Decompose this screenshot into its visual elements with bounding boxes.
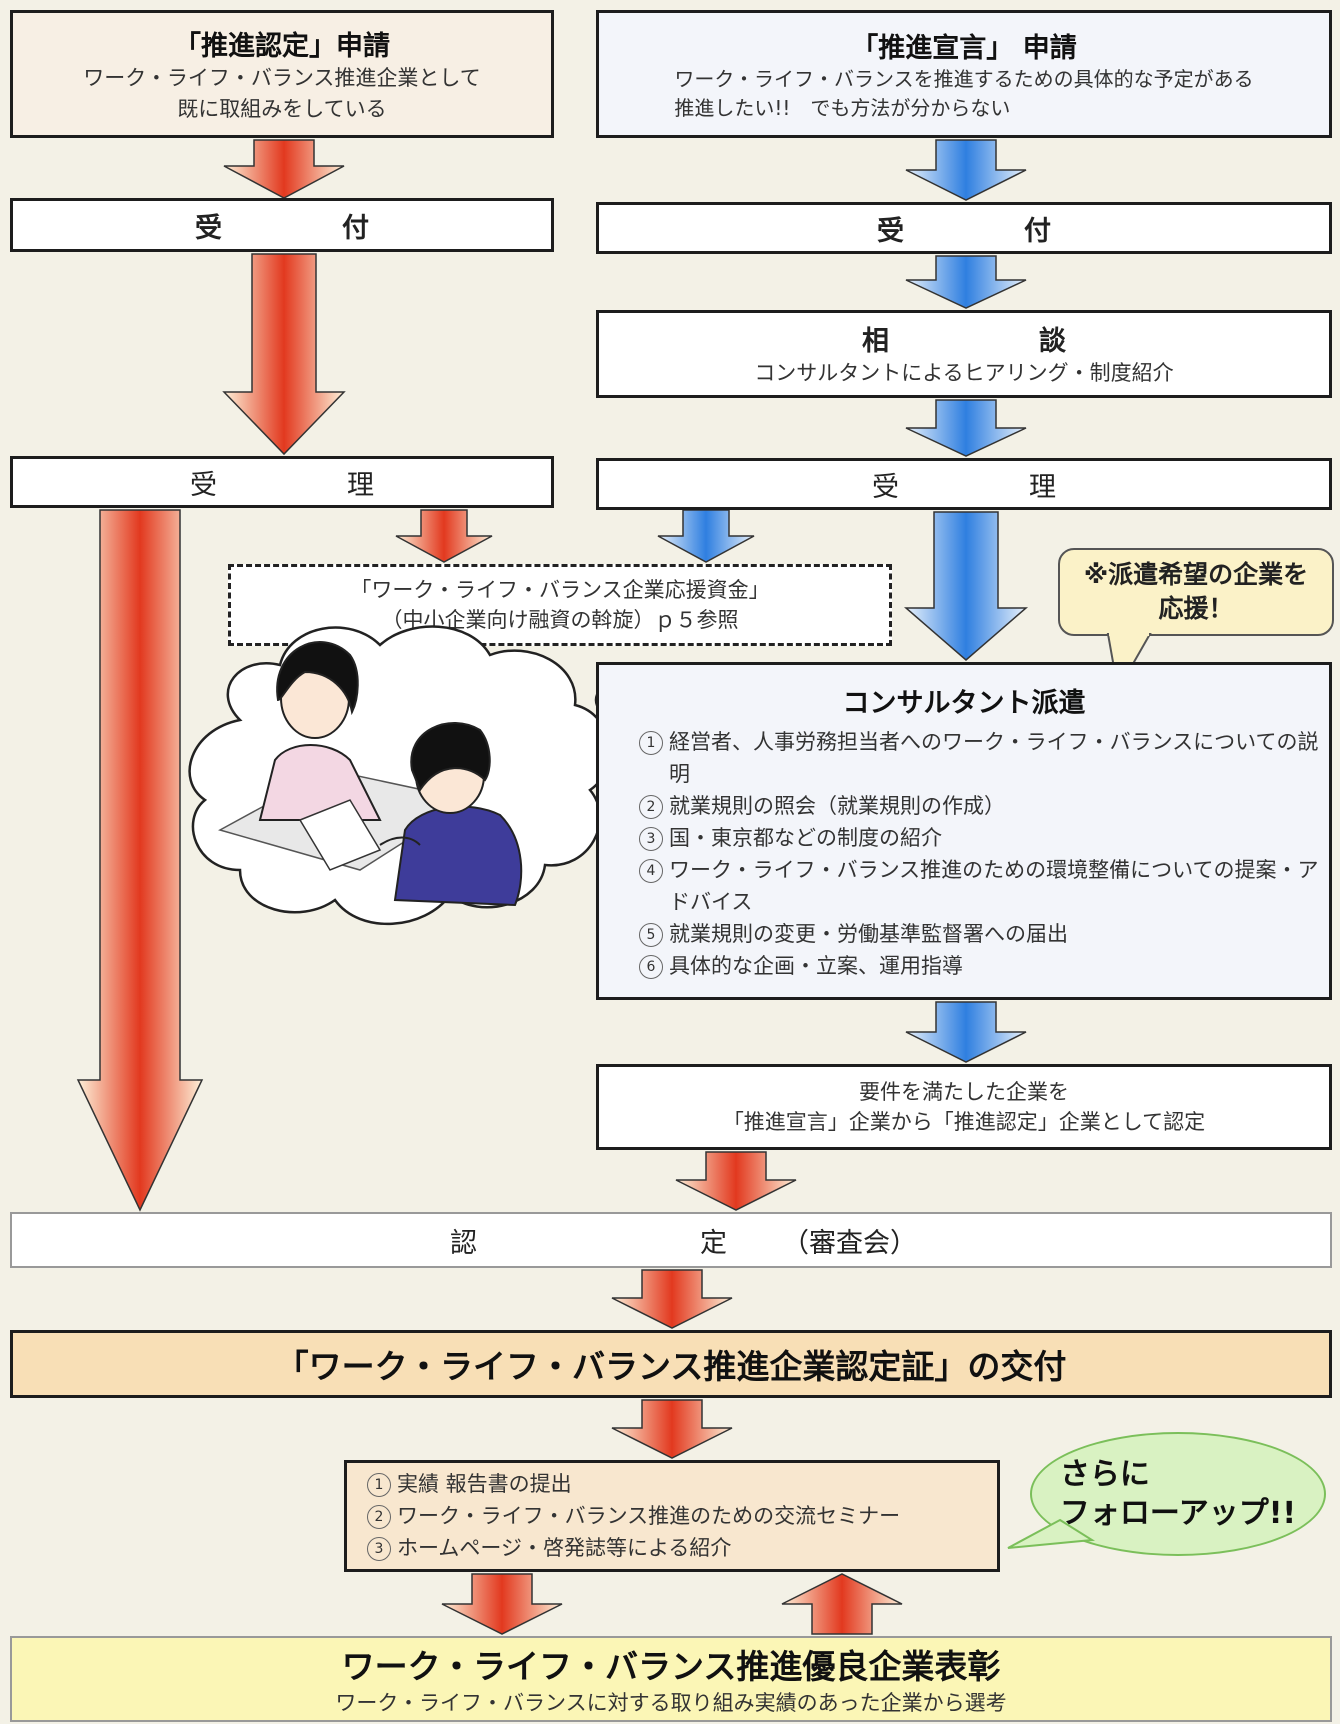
right-consult-b: 談 [1039,326,1066,358]
left-reception-b: 付 [342,212,369,244]
right-consult-a: 相 [862,326,889,358]
followup-item-number: 3 [367,1537,391,1561]
arrow-award-to-followup [781,1573,903,1635]
followup-bubble-text: さらに フォローアップ!! [1059,1457,1297,1531]
arrow-cert-issue-to-followup [611,1399,733,1459]
left-accept-box: 受理 [10,456,554,508]
consultant-item-text: 国・東京都などの制度の紹介 [669,826,942,850]
right-accept-a: 受 [872,471,899,503]
cert-issue-box: 「ワーク・ライフ・バランス推進企業認定証」の交付 [10,1330,1332,1398]
consultant-item-text: ワーク・ライフ・バランス推進のための環境整備についての提案・アドバイス [669,858,1319,914]
left-reception-a: 受 [195,212,222,244]
arrow-left-accept-to-certify [76,509,204,1212]
left-accept-b: 理 [347,469,374,501]
right-accept-b: 理 [1029,471,1056,503]
followup-item-number: 1 [367,1473,391,1497]
consultant-item-text: 具体的な企画・立案、運用指導 [669,954,963,978]
right-apply-title: 「推進宣言」 申請 [851,32,1077,64]
followup-item-text: ワーク・ライフ・バランス推進のための交流セミナー [397,1504,901,1528]
right-reception-box: 受付 [596,202,1332,254]
left-apply-sub: ワーク・ライフ・バランス推進企業として 既に取組みをしている [83,66,481,121]
arrow-right-consult-to-accept [905,399,1027,457]
consultant-item-number: 1 [639,731,663,755]
right-reception-b: 付 [1024,215,1051,247]
followup-item-number: 2 [367,1505,391,1529]
arrow-requirement-to-certify [675,1151,797,1211]
fund-line2: （中小企業向け融資の斡旋）ｐ５参照 [381,608,739,632]
fund-line1: 「ワーク・ライフ・バランス企業応援資金」 [350,577,770,602]
left-apply-box: 「推進認定」申請 ワーク・ライフ・バランス推進企業として 既に取組みをしている [10,10,554,138]
consultant-item-text: 就業規則の照会（就業規則の作成） [669,794,1005,818]
consultant-item-number: 2 [639,795,663,819]
arrow-right-reception-to-consult [905,255,1027,309]
fund-box: 「ワーク・ライフ・バランス企業応援資金」 （中小企業向け融資の斡旋）ｐ５参照 [228,564,892,646]
requirement-line1: 要件を満たした企業を [859,1079,1069,1104]
arrow-left-apply-to-reception [223,139,345,199]
right-apply-box: 「推進宣言」 申請 ワーク・ライフ・バランスを推進するための具体的な予定がある … [596,10,1332,138]
left-apply-title: 「推進認定」申請 [174,31,390,63]
consultant-item-text: 就業規則の変更・労働基準監督署への届出 [669,922,1068,946]
followup-bubble: さらに フォローアップ!! [1030,1432,1326,1556]
cert-issue-title: 「ワーク・ライフ・バランス推進企業認定証」の交付 [275,1347,1067,1386]
followup-item-text: ホームページ・啓発誌等による紹介 [397,1536,732,1560]
right-accept-box: 受理 [596,458,1332,510]
arrow-right-accept-to-dispatch [903,511,1029,661]
award-title: ワーク・ライフ・バランス推進優良企業表彰 [341,1646,1001,1686]
right-consult-sub: コンサルタントによるヒアリング・制度紹介 [754,361,1174,386]
consultant-item-number: 4 [639,859,663,883]
requirement-line2: 「推進宣言」企業から「推進認定」企業として認定 [722,1110,1206,1134]
certify-b: 定 [700,1227,727,1259]
arrow-left-accept-to-fund [395,509,493,563]
arrow-right-accept-to-fund [657,509,755,563]
certify-box: 認 定 （審査会） [10,1212,1332,1268]
arrow-dispatch-to-requirement [905,1001,1027,1063]
right-consult-box: 相 談 コンサルタントによるヒアリング・制度紹介 [596,310,1332,398]
callout-bubble: ※派遣希望の企業を 応援！ [1058,548,1334,636]
award-box: ワーク・ライフ・バランス推進優良企業表彰 ワーク・ライフ・バランスに対する取り組… [10,1636,1332,1722]
arrow-followup-to-award [441,1573,563,1635]
right-apply-sub: ワーク・ライフ・バランスを推進するための具体的な予定がある 推進したい!! でも… [674,66,1254,120]
consultant-item-number: 5 [639,923,663,947]
arrow-certify-to-cert-issue [611,1269,733,1329]
consultant-item-number: 6 [639,955,663,979]
consultant-item-number: 3 [639,827,663,851]
callout-text: ※派遣希望の企業を 応援！ [1083,560,1309,623]
certify-a: 認 [450,1227,477,1259]
requirement-box: 要件を満たした企業を 「推進宣言」企業から「推進認定」企業として認定 [596,1064,1332,1150]
award-sub: ワーク・ライフ・バランスに対する取り組み実績のあった企業から選考 [335,1690,1007,1715]
consultant-title: コンサルタント派遣 [842,688,1086,719]
left-reception-box: 受付 [10,198,554,252]
arrow-right-apply-to-reception [905,139,1027,201]
consultant-item-text: 経営者、人事労務担当者へのワーク・ライフ・バランスについての説明 [669,730,1319,786]
arrow-left-reception-to-accept [222,253,346,456]
certify-c: （審査会） [782,1227,917,1259]
right-reception-a: 受 [877,215,904,247]
left-accept-a: 受 [190,469,217,501]
followup-item-text: 実績 報告書の提出 [397,1472,572,1496]
